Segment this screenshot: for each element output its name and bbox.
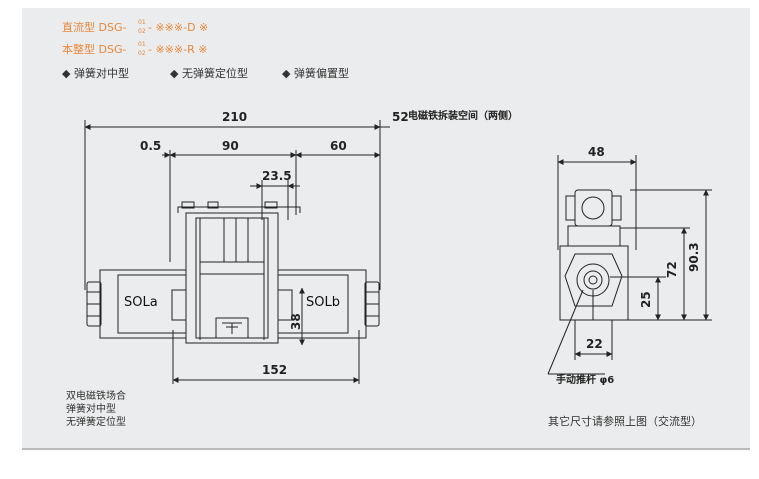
model-dc-sup-top: 01 bbox=[138, 19, 146, 26]
model-rect-sup-bottom: 02 bbox=[138, 50, 146, 57]
drawing-frame bbox=[22, 8, 750, 450]
model-dc-prefix: 直流型 bbox=[62, 21, 95, 34]
side-hex-nut bbox=[564, 253, 623, 307]
model-rect-prefix: 本整型 bbox=[62, 43, 95, 56]
dim-label-90.3: 90.3 bbox=[687, 242, 701, 272]
note-other-dimensions: 其它尺寸请参照上图（交流型） bbox=[548, 415, 702, 428]
manual-push-label: 手动推杆 φ6 bbox=[556, 375, 615, 386]
dim-label-152: 152 bbox=[262, 363, 288, 377]
note-double-solenoid: 双电磁铁场合 bbox=[66, 391, 126, 402]
dim-label-38: 38 bbox=[289, 313, 303, 330]
dim-label-48: 48 bbox=[588, 145, 605, 159]
model-dc-code: DSG- bbox=[98, 21, 127, 34]
model-rect-tail: - ※※※-R ※ bbox=[148, 43, 208, 56]
manual-push-leader bbox=[547, 289, 584, 375]
sol-b-label: SOLb bbox=[306, 295, 340, 310]
dim-label-90: 90 bbox=[222, 139, 239, 153]
model-rect-code: DSG- bbox=[98, 43, 127, 56]
type-no-spring-detent: ◆ 无弹簧定位型 bbox=[170, 67, 248, 80]
side-main-block bbox=[559, 245, 629, 321]
dim-label-22: 22 bbox=[586, 337, 603, 351]
sol-a-label: SOLa bbox=[124, 295, 158, 310]
note-spring-centered: 弹簧对中型 bbox=[66, 404, 116, 415]
dim-label-60: 60 bbox=[330, 139, 347, 153]
side-top-block bbox=[574, 189, 613, 227]
dim-label-52: 52 bbox=[392, 110, 409, 124]
model-rect-sup-top: 01 bbox=[138, 41, 146, 48]
type-spring-offset: ◆ 弹簧偏置型 bbox=[282, 67, 349, 80]
removal-space-note: 电磁铁拆装空间（两侧） bbox=[408, 111, 518, 122]
model-line-dc: 直流型 DSG- bbox=[62, 22, 126, 33]
dim-label-25: 25 bbox=[639, 291, 653, 308]
dim-label-210: 210 bbox=[222, 110, 248, 124]
dim-label-0.5: 0.5 bbox=[140, 139, 162, 153]
model-dc-sup-bottom: 02 bbox=[138, 28, 146, 35]
model-line-rect: 本整型 DSG- bbox=[62, 44, 126, 55]
dim-label-23.5: 23.5 bbox=[262, 169, 292, 183]
type-spring-centered: ◆ 弹簧对中型 bbox=[62, 67, 129, 80]
model-dc-tail: - ※※※-D ※ bbox=[148, 21, 209, 34]
valve-body-inner bbox=[195, 217, 269, 339]
dim-label-72: 72 bbox=[665, 261, 679, 278]
note-no-spring-detent: 无弹簧定位型 bbox=[66, 417, 126, 428]
